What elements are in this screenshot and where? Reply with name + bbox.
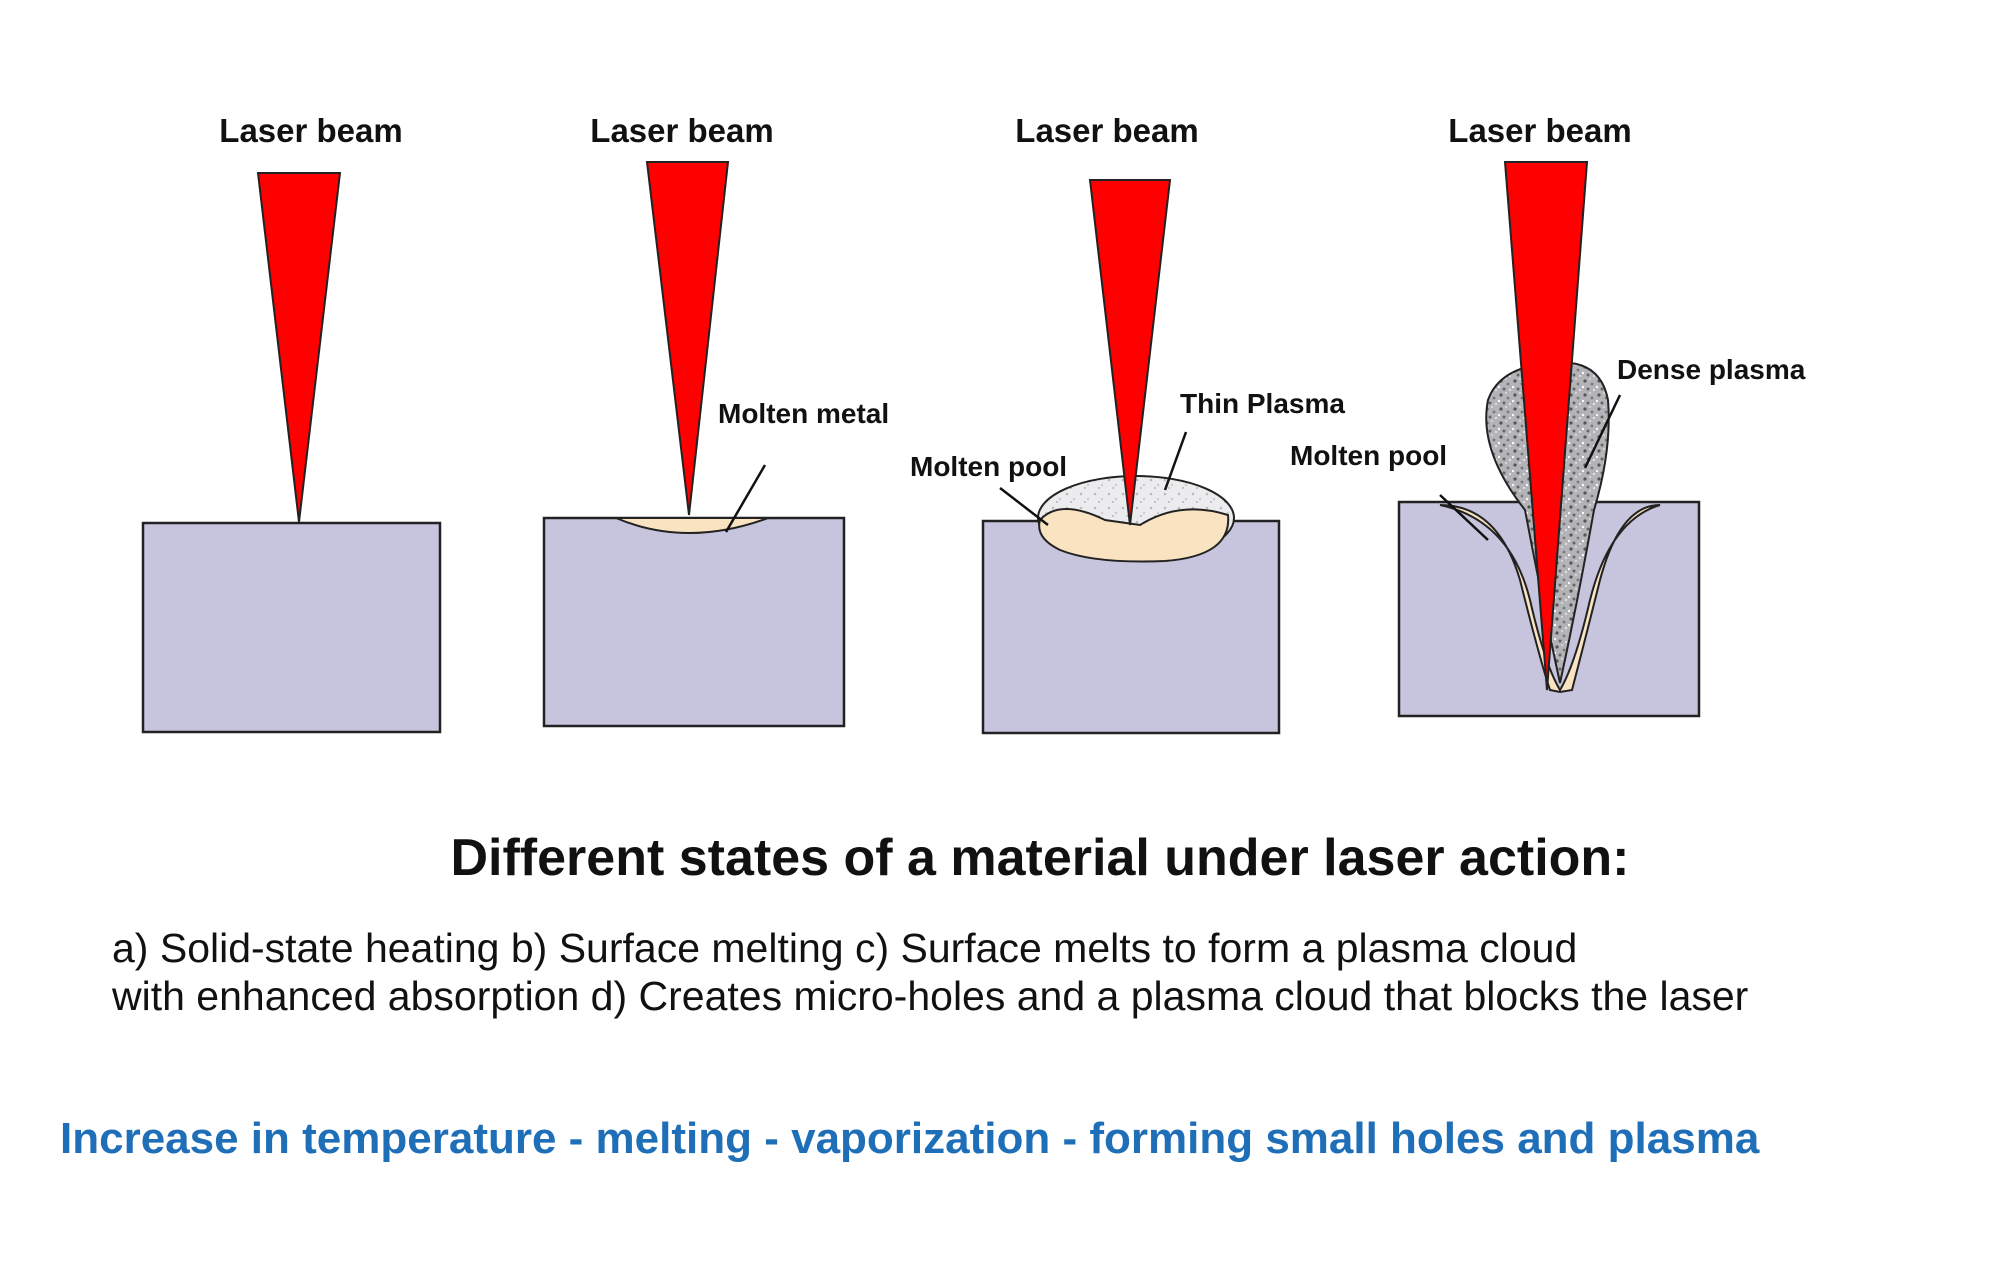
- laser-beam-label: Laser beam: [1015, 112, 1198, 149]
- panel-d: Dense plasma Molten pool Laser beam: [1290, 112, 1806, 718]
- leader-line: [1163, 431, 1188, 491]
- dense-plasma-label: Dense plasma: [1617, 354, 1806, 385]
- description-line-2: with enhanced absorption d) Creates micr…: [112, 973, 1749, 1019]
- laser-beam: [645, 161, 730, 516]
- thin-plasma-label: Thin Plasma: [1180, 388, 1345, 419]
- molten-pool: [1439, 504, 1661, 694]
- leader-line: [999, 487, 1049, 526]
- molten-metal: [615, 517, 769, 534]
- laser-beam: [256, 172, 342, 523]
- process-summary: Increase in temperature - melting - vapo…: [60, 1114, 1760, 1163]
- molten-pool: [1038, 508, 1230, 563]
- diagram-title: Different states of a material under las…: [450, 829, 1630, 887]
- material-block: [542, 516, 846, 728]
- material-block: [141, 521, 442, 734]
- molten-pool-label: Molten pool: [910, 451, 1067, 482]
- panel-a: Laser beam: [141, 112, 442, 734]
- leader-line: [1439, 494, 1489, 541]
- molten-pool-label: Molten pool: [1290, 440, 1447, 471]
- laser-beam: [1503, 161, 1589, 691]
- molten-metal-label: Molten metal: [718, 398, 889, 429]
- leader-line: [1583, 394, 1622, 469]
- laser-beam-label: Laser beam: [590, 112, 773, 149]
- panel-c: Thin Plasma Molten pool Laser beam: [910, 112, 1345, 735]
- leader-line: [724, 464, 767, 533]
- laser-beam: [1088, 179, 1172, 526]
- description-line-1: a) Solid-state heating b) Surface meltin…: [112, 925, 1578, 971]
- panel-b: Molten metal Laser beam: [542, 112, 889, 728]
- laser-beam-label: Laser beam: [219, 112, 402, 149]
- laser-beam-label: Laser beam: [1448, 112, 1631, 149]
